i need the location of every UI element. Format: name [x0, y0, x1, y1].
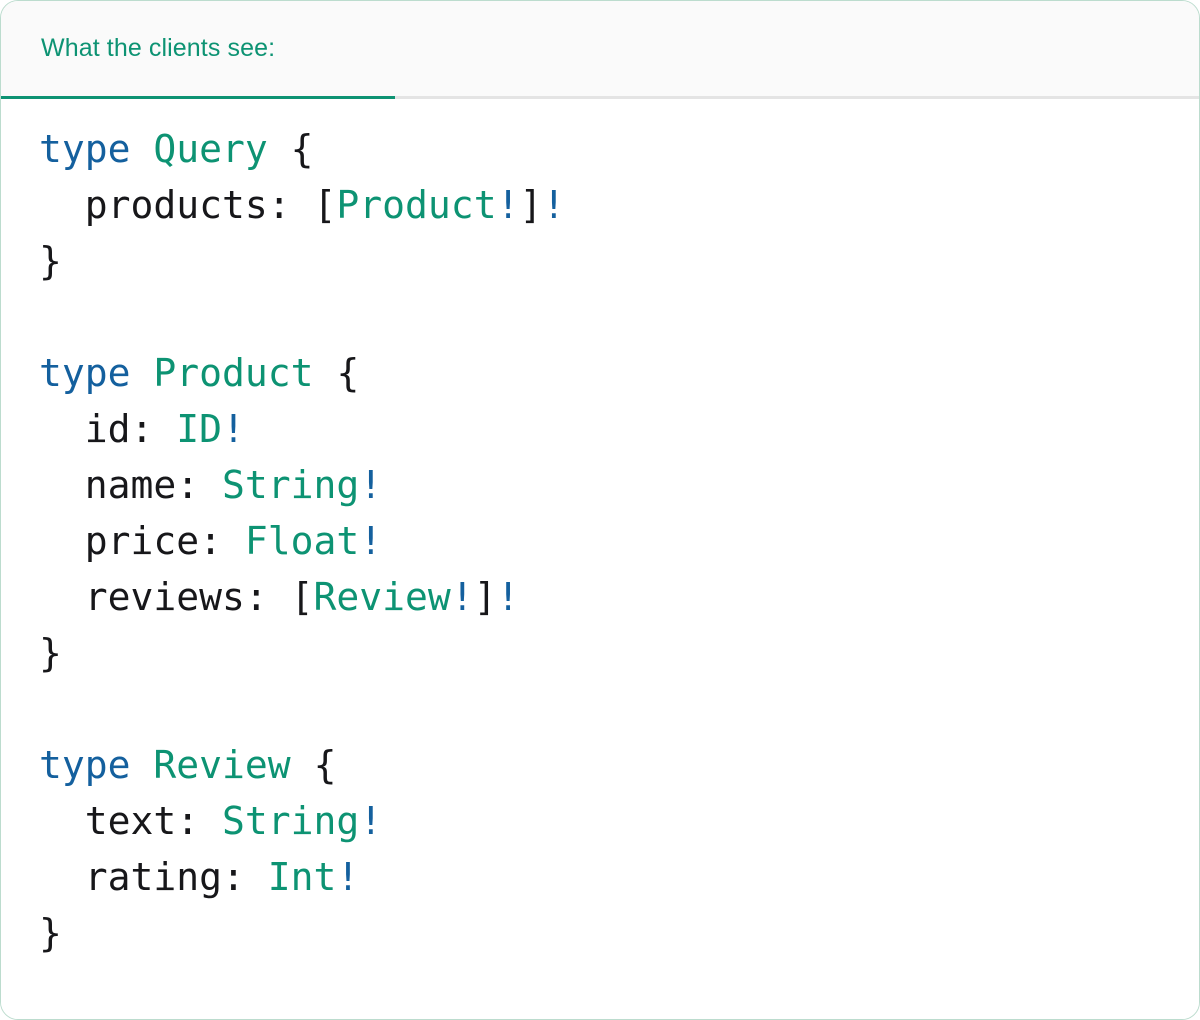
code-token-punc: ]: [473, 575, 497, 619]
code-token-bang: !: [450, 575, 474, 619]
tab-bar: What the clients see:: [1, 1, 1199, 99]
tab-label: What the clients see:: [41, 33, 276, 62]
code-token-punc: {: [267, 127, 314, 171]
code-line: reviews: [Review!]!: [39, 569, 1199, 625]
code-token-punc: }: [39, 239, 62, 283]
code-line: id: ID!: [39, 401, 1199, 457]
code-line: text: String!: [39, 793, 1199, 849]
code-token-type: Product: [153, 351, 314, 395]
code-token-type: String: [222, 799, 360, 843]
code-token-field: products: [39, 183, 268, 227]
code-token-field: id: [39, 407, 131, 451]
code-line: }: [39, 625, 1199, 681]
code-line: [39, 289, 1199, 345]
code-token-field: name: [39, 463, 177, 507]
code-token-punc: [131, 351, 154, 395]
code-token-bang: !: [222, 407, 245, 451]
code-token-bang: !: [359, 463, 383, 507]
code-line: type Query {: [39, 121, 1199, 177]
code-token-punc: }: [39, 911, 62, 955]
code-line: type Product {: [39, 345, 1199, 401]
code-token-type: Query: [153, 127, 268, 171]
code-token-punc: : [: [267, 183, 337, 227]
code-token-bang: !: [496, 183, 520, 227]
code-token-punc: :: [130, 407, 177, 451]
code-token-type: Float: [244, 519, 360, 563]
code-token-punc: :: [199, 519, 245, 563]
code-token-type: ID: [176, 407, 223, 451]
code-token-kw: type: [39, 743, 131, 787]
code-line: }: [39, 905, 1199, 961]
code-line: price: Float!: [39, 513, 1199, 569]
code-token-punc: [131, 127, 154, 171]
code-token-punc: :: [176, 799, 223, 843]
code-token-punc: ]: [519, 183, 543, 227]
code-token-field: price: [39, 519, 200, 563]
code-token-type: Product: [336, 183, 497, 227]
code-token-punc: :: [222, 855, 268, 899]
code-token-field: rating: [39, 855, 223, 899]
code-token-field: reviews: [39, 575, 245, 619]
code-line: }: [39, 233, 1199, 289]
code-token-punc: :: [176, 463, 223, 507]
code-token-field: text: [39, 799, 177, 843]
code-token-type: String: [222, 463, 360, 507]
graphql-schema-code[interactable]: type Query { products: [Product!]!} type…: [1, 121, 1199, 961]
code-line: name: String!: [39, 457, 1199, 513]
code-line: type Review {: [39, 737, 1199, 793]
code-line: rating: Int!: [39, 849, 1199, 905]
code-area: type Query { products: [Product!]!} type…: [1, 99, 1199, 1019]
code-token-punc: : [: [244, 575, 314, 619]
code-token-punc: [131, 743, 154, 787]
code-token-bang: !: [542, 183, 566, 227]
code-token-bang: !: [496, 575, 520, 619]
code-token-kw: type: [39, 351, 131, 395]
code-token-bang: !: [336, 855, 360, 899]
code-line: products: [Product!]!: [39, 177, 1199, 233]
code-token-bang: !: [359, 799, 383, 843]
code-line: [39, 681, 1199, 737]
code-token-kw: type: [39, 127, 131, 171]
code-token-punc: }: [39, 631, 62, 675]
code-token-bang: !: [359, 519, 383, 563]
code-token-type: Review: [153, 743, 291, 787]
code-token-punc: {: [290, 743, 337, 787]
code-token-type: Review: [313, 575, 451, 619]
code-token-punc: {: [313, 351, 360, 395]
tab-what-the-clients-see[interactable]: What the clients see:: [1, 1, 395, 99]
code-token-type: Int: [267, 855, 337, 899]
